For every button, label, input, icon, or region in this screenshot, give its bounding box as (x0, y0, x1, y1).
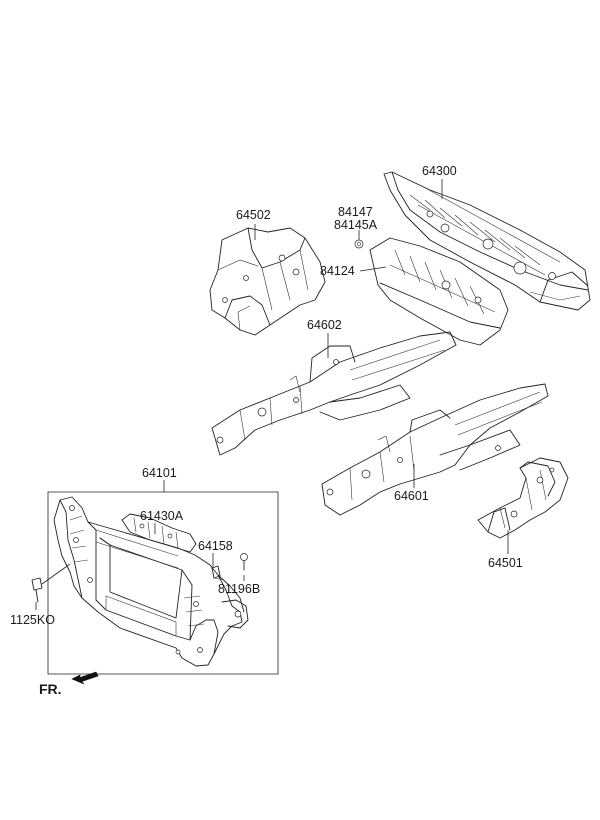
label-84124: 84124 (320, 264, 355, 278)
label-64601: 64601 (394, 489, 429, 503)
part-64602-side-member (211, 331, 457, 456)
leader-lines (35, 179, 509, 610)
label-84147: 84147 (338, 205, 373, 219)
part-1125KO-bolt (31, 577, 43, 603)
label-64158: 64158 (198, 539, 233, 553)
label-61430A: 61430A (140, 509, 184, 523)
part-84147-clip (354, 239, 364, 249)
label-64300: 64300 (422, 164, 457, 178)
part-61430A-upper-member (121, 513, 197, 553)
radiator-support-frame (53, 496, 245, 667)
part-84124-insulator (369, 237, 509, 346)
label-84145A: 84145A (334, 218, 378, 232)
label-81196B: 81196B (218, 582, 260, 596)
label-64101: 64101 (142, 466, 177, 480)
part-64300-dash-panel (383, 171, 591, 311)
label-64602: 64602 (307, 318, 342, 332)
front-label: FR. (39, 681, 62, 697)
part-64501-apron (477, 457, 569, 539)
headlamp-bracket (221, 599, 249, 629)
label-64501: 64501 (488, 556, 523, 570)
label-1125KO: 1125KO (10, 613, 55, 627)
front-direction-indicator: FR. (39, 671, 99, 697)
part-81196B-bolt (240, 553, 248, 571)
part-64601-side-member (321, 383, 549, 516)
part-64502-apron (209, 227, 326, 336)
part-64101-carrier-assembly (47, 491, 279, 675)
front-arrow-icon (71, 671, 99, 685)
part-64158-bracket (211, 565, 225, 581)
label-64502: 64502 (236, 208, 271, 222)
